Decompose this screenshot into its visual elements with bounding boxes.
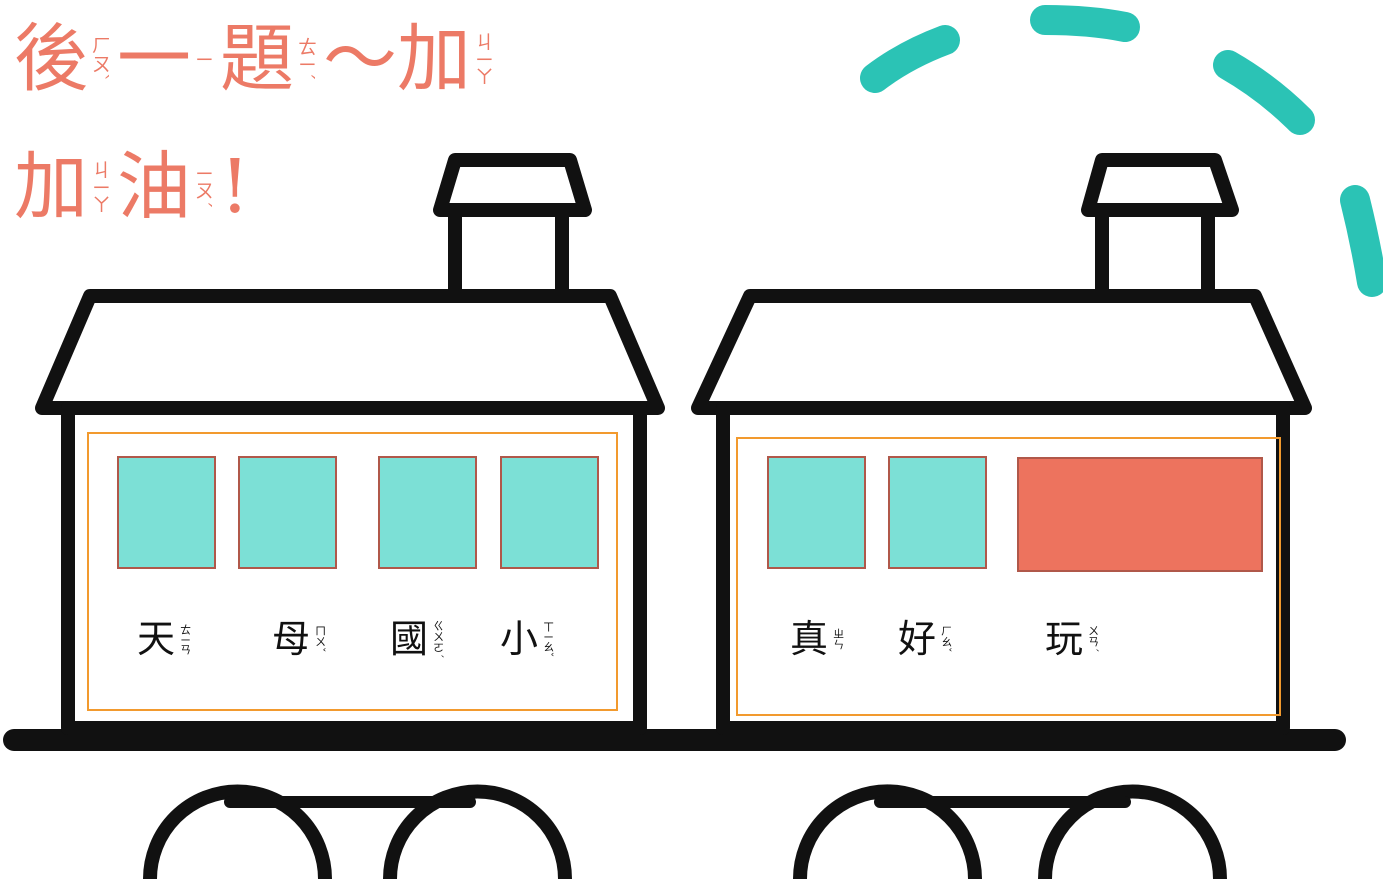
- car2-wheel-right: [1038, 784, 1227, 879]
- car2-window-1[interactable]: [767, 456, 866, 569]
- car2-roof: [691, 289, 1312, 415]
- word-zhuyin: ㄓㄣ: [831, 628, 845, 650]
- car1-window-1[interactable]: [117, 456, 216, 569]
- word-char: 國: [390, 617, 429, 662]
- car1-window-3[interactable]: [378, 456, 477, 569]
- title-zhuyin: ㄐㄧㄚ: [472, 32, 494, 86]
- title-zhuyin: ㄧㄡˊ: [192, 165, 214, 209]
- title-exclamation: !: [220, 144, 250, 230]
- title-char: 題: [220, 16, 294, 102]
- car1-window-4[interactable]: [500, 456, 599, 569]
- car1-window-2[interactable]: [238, 456, 337, 569]
- word-zhuyin: ㄏㄠˇ: [939, 625, 953, 653]
- word-char: 天: [137, 617, 176, 661]
- title-zhuyin: ㄏㄡˋ: [89, 35, 111, 83]
- title-line-2: 加 ㄐㄧㄚ 油 ㄧㄡˊ !: [14, 150, 250, 224]
- car1-chimney: [433, 153, 592, 303]
- car1-roof: [35, 289, 665, 415]
- car1-word-3[interactable]: 國 ㄍㄨㄛˊ: [390, 617, 445, 662]
- arc-dash-3: [1213, 50, 1315, 135]
- title-line-1: 後 ㄏㄡˋ 一 ㄧ 題 ㄊㄧˊ ～ 加 ㄐㄧㄚ: [14, 22, 500, 96]
- car1-word-2[interactable]: 母 ㄇㄨˇ: [272, 617, 327, 661]
- arc-dash-1: [860, 25, 960, 93]
- car2-word-1[interactable]: 真 ㄓㄣ: [790, 617, 845, 661]
- car1-word-1[interactable]: 天 ㄊㄧㄢ: [137, 617, 192, 661]
- car2-wheel-left: [793, 784, 982, 879]
- title-char: 油: [117, 144, 191, 230]
- car1-word-4[interactable]: 小 ㄒㄧㄠˇ: [500, 617, 555, 661]
- word-char: 玩: [1045, 617, 1084, 661]
- word-char: 真: [790, 617, 829, 661]
- title-zhuyin: ㄧ: [192, 51, 214, 67]
- car2-window-3[interactable]: [1017, 457, 1263, 572]
- word-zhuyin: ㄇㄨˇ: [313, 625, 327, 653]
- car1-word-frame: [87, 432, 618, 711]
- car1-wheel-left: [143, 784, 332, 879]
- word-char: 小: [500, 617, 539, 661]
- arc-dash-4: [1340, 185, 1383, 297]
- word-char: 母: [272, 617, 311, 661]
- title-char: 一: [117, 16, 191, 102]
- car1-wheel-right: [383, 784, 572, 879]
- title-char: 加: [14, 144, 88, 230]
- car2-window-2[interactable]: [888, 456, 987, 569]
- title-zhuyin: ㄊㄧˊ: [295, 37, 317, 81]
- title-tilde: ～: [323, 16, 397, 102]
- word-zhuyin: ㄊㄧㄢ: [178, 623, 192, 655]
- title-char: 加: [397, 16, 471, 102]
- title-char: 後: [14, 16, 88, 102]
- arc-dash-2: [1030, 5, 1140, 42]
- word-char: 好: [898, 617, 937, 661]
- word-zhuyin: ㄒㄧㄠˇ: [541, 620, 555, 658]
- word-zhuyin: ㄍㄨㄛˊ: [431, 620, 445, 659]
- car2-word-frame: [736, 437, 1281, 716]
- word-zhuyin: ㄨㄢˊ: [1086, 625, 1100, 653]
- title-zhuyin: ㄐㄧㄚ: [89, 160, 111, 214]
- car2-chimney: [1081, 153, 1239, 303]
- car2-word-3[interactable]: 玩 ㄨㄢˊ: [1045, 617, 1100, 661]
- car2-word-2[interactable]: 好 ㄏㄠˇ: [898, 617, 953, 661]
